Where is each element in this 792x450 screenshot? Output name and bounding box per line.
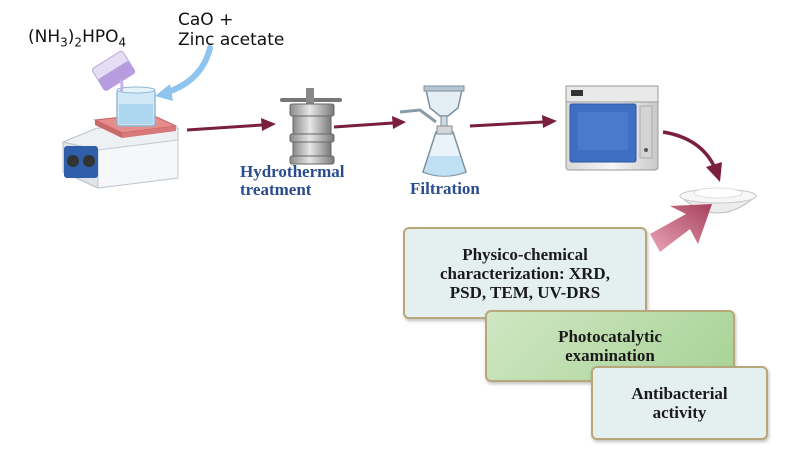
drying-oven-icon (565, 85, 659, 171)
antibacterial-box: Antibacterial activity (591, 366, 768, 440)
characterization-arrow (650, 204, 712, 252)
physico-chemical-box: Physico-chemical characterization: XRD, … (403, 227, 647, 319)
flow-arrow-4 (662, 130, 722, 182)
flow-arrow-3 (469, 115, 557, 128)
phosphate-label: (NH3)2HPO4 (28, 27, 127, 50)
filtration-label: Filtration (410, 179, 480, 198)
autoclave-icon (280, 88, 342, 165)
filtration-apparatus-icon (399, 85, 467, 177)
pour-arrowhead (155, 84, 173, 101)
cao-zinc-acetate-label: CaO + Zinc acetate (178, 10, 285, 50)
beaker-icon (116, 86, 156, 127)
flow-arrow-2 (333, 116, 406, 129)
flow-arrow-1 (186, 118, 276, 132)
pouring-cup-icon (92, 50, 136, 93)
pour-arrow (165, 45, 213, 95)
hydrothermal-label: Hydrothermal treatment (240, 162, 345, 199)
